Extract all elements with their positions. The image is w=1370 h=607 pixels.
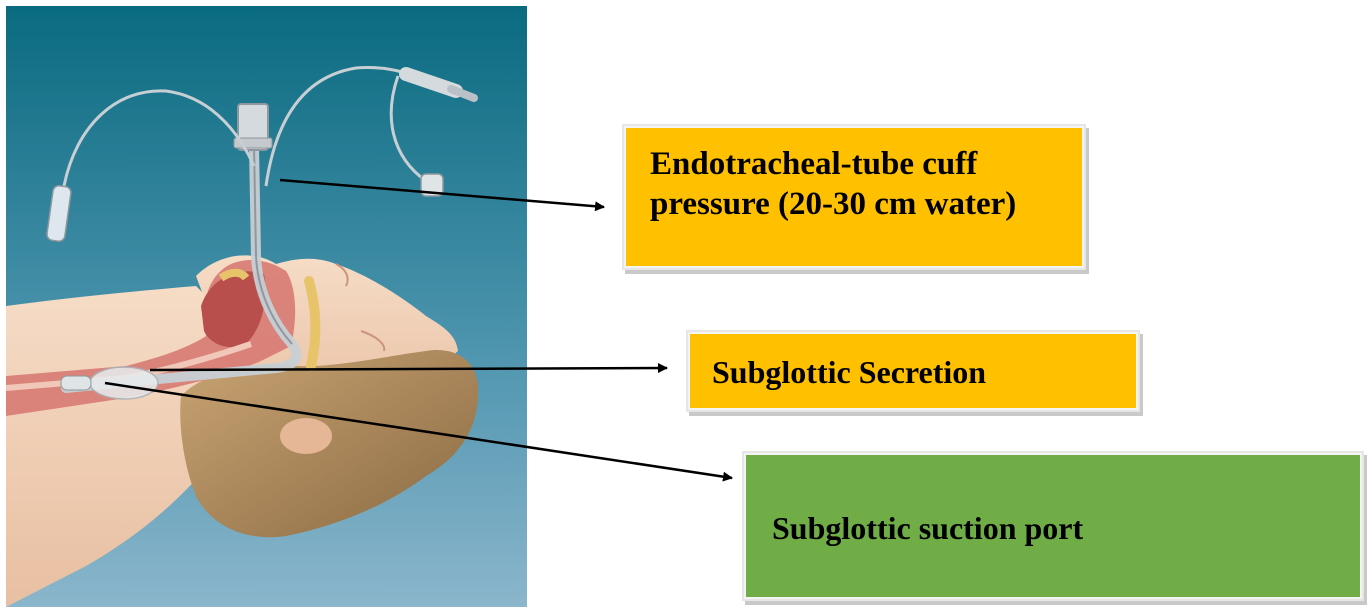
suction-cap (421, 174, 443, 196)
patient-ear (280, 418, 332, 454)
endotracheal-intubation-illustration (6, 6, 527, 607)
subglottic-secretion-label: Subglottic Secretion (686, 330, 1140, 412)
cuff-pressure-label: Endotracheal-tube cuff pressure (20-30 c… (622, 124, 1086, 270)
subglottic-suction-port-label: Subglottic suction port (742, 451, 1364, 601)
tube-cuff (90, 367, 158, 399)
